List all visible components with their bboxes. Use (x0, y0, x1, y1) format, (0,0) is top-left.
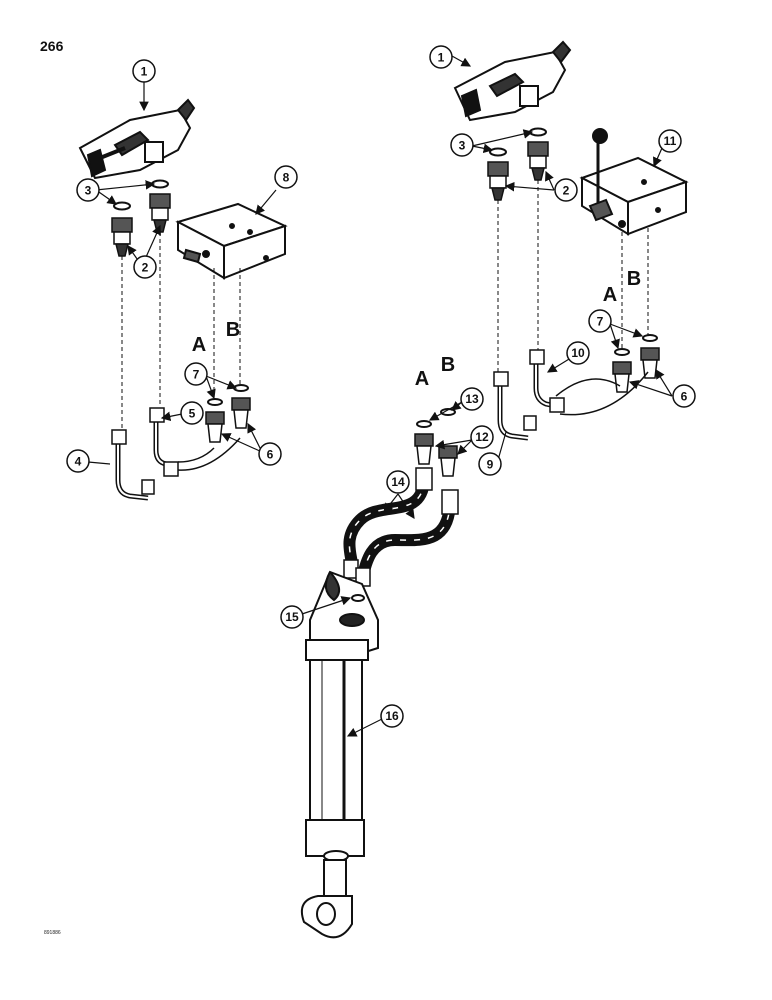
svg-text:8: 8 (283, 171, 290, 185)
svg-text:14: 14 (391, 475, 405, 489)
svg-text:13: 13 (465, 392, 479, 406)
port-label-a-center: A (415, 368, 429, 390)
callout-15: 15 (280, 605, 304, 629)
tube-nuts-right (493, 349, 565, 431)
port-label-b-left: B (226, 319, 240, 341)
callout-3-right: 3 (450, 133, 474, 157)
svg-text:1: 1 (141, 65, 148, 79)
callout-13: 13 (460, 387, 484, 411)
svg-text:6: 6 (681, 390, 688, 404)
o-rings-13 (416, 408, 456, 428)
svg-text:3: 3 (459, 139, 466, 153)
callout-7-left: 7 (184, 362, 208, 386)
callout-12: 12 (470, 425, 494, 449)
svg-text:12: 12 (475, 430, 489, 444)
port-label-a-right: A (603, 284, 617, 306)
callout-leader-lines (87, 55, 673, 737)
hydraulic-hoses (343, 479, 456, 582)
svg-text:10: 10 (571, 346, 585, 360)
hydraulic-cylinder (300, 570, 379, 939)
hose-ends (343, 467, 459, 587)
svg-text:7: 7 (193, 368, 200, 382)
callout-3-left: 3 (76, 178, 100, 202)
callout-2-left: 2 (133, 255, 157, 279)
svg-text:2: 2 (563, 184, 570, 198)
fittings-6-left (205, 397, 251, 443)
callout-16: 16 (380, 704, 404, 728)
svg-text:11: 11 (664, 134, 677, 148)
callout-4: 4 (66, 449, 90, 473)
callout-8: 8 (274, 165, 298, 189)
svg-text:16: 16 (385, 709, 399, 723)
svg-text:9: 9 (487, 458, 494, 472)
manifold-block-left (175, 202, 288, 280)
tube-nuts-left (111, 407, 179, 495)
callout-10: 10 (566, 341, 590, 365)
page-number: 266 (40, 38, 64, 54)
fittings-left (111, 193, 171, 257)
svg-text:2: 2 (142, 261, 149, 275)
svg-text:3: 3 (85, 184, 92, 198)
svg-text:4: 4 (75, 455, 82, 469)
dashed-connection-lines-right (497, 180, 649, 372)
drawing-number-stamp: 891886 (44, 930, 61, 936)
callout-11: 11 (658, 129, 682, 153)
callout-7-right: 7 (588, 309, 612, 333)
callout-9: 9 (478, 452, 502, 476)
dashed-connection-lines-left (121, 232, 241, 430)
callout-2-right: 2 (554, 178, 578, 202)
o-rings-left (113, 179, 169, 211)
svg-text:1: 1 (438, 51, 445, 65)
port-label-b-right: B (627, 268, 641, 290)
callout-5: 5 (180, 401, 204, 425)
svg-text:5: 5 (189, 407, 196, 421)
o-rings-7-right (614, 334, 658, 356)
callout-6-right: 6 (672, 384, 696, 408)
fittings-right (487, 141, 549, 201)
svg-text:15: 15 (285, 610, 299, 624)
callout-1-right: 1 (429, 45, 453, 69)
o-rings-right (489, 127, 547, 157)
callout-6-left: 6 (258, 442, 282, 466)
svg-text:7: 7 (597, 315, 604, 329)
control-valve-right (453, 40, 572, 122)
control-valve-left (78, 98, 196, 180)
svg-text:6: 6 (267, 448, 274, 462)
port-label-b-center: B (441, 354, 455, 376)
manifold-block-right (579, 128, 689, 236)
tubes-right (497, 362, 649, 441)
callout-1-left: 1 (132, 59, 156, 83)
port-label-a-left: A (192, 334, 206, 356)
o-ring-15 (351, 594, 365, 602)
callout-14: 14 (386, 470, 410, 494)
